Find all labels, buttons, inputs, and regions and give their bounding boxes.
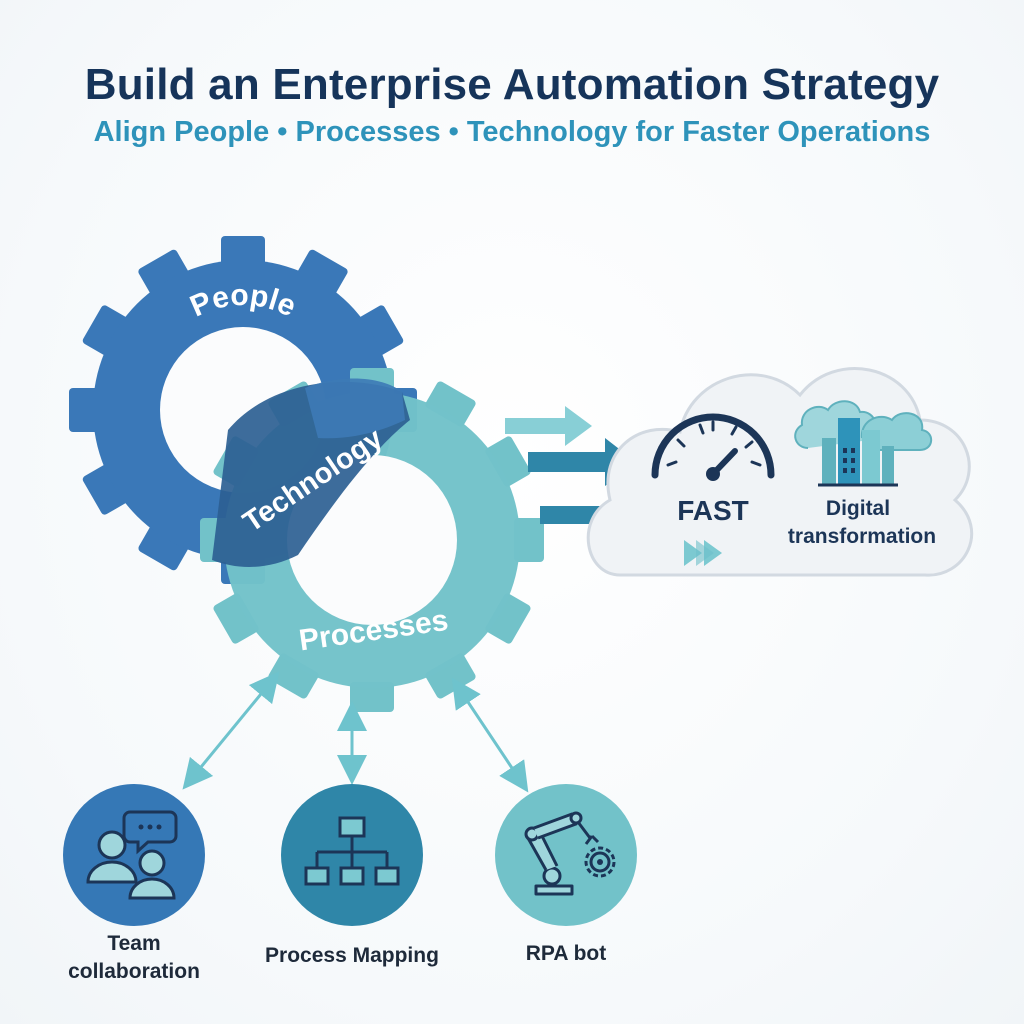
- fast-forward-icon: [684, 540, 722, 566]
- gear-tooth: [358, 305, 404, 356]
- connector-team: [182, 671, 280, 790]
- process-mapping-icon: [281, 784, 423, 926]
- team-caption-line2: collaboration: [68, 960, 200, 983]
- digital-label-line1: Digital: [826, 497, 890, 520]
- technology-band: [212, 378, 410, 567]
- gear-tooth: [82, 305, 128, 356]
- gear-tooth: [485, 593, 531, 644]
- gear-tooth: [221, 236, 265, 266]
- gear-tooth: [69, 388, 99, 432]
- city-cloud-icon: [794, 400, 933, 487]
- connector-arrows: [182, 671, 529, 793]
- team-caption-line1: Team: [107, 932, 161, 955]
- gear-tooth: [268, 653, 319, 699]
- gear-tooth: [514, 518, 544, 562]
- digital-label-line2: transformation: [788, 525, 936, 548]
- speedometer-icon: [651, 413, 775, 481]
- gear-tooth: [485, 436, 531, 487]
- rpa-bot-icon: [495, 784, 637, 926]
- gear-tooth: [425, 381, 476, 427]
- gear-tooth: [138, 525, 189, 571]
- page-subtitle: Align People • Processes • Technology fo…: [93, 116, 931, 148]
- page-title: Build an Enterprise Automation Strategy: [84, 60, 940, 109]
- gear-icon: [584, 846, 616, 878]
- arrow-light: [505, 406, 592, 446]
- process-mapping-caption: Process Mapping: [265, 944, 439, 967]
- gear-tooth: [82, 464, 128, 515]
- gear-tooth: [213, 593, 259, 644]
- gear-tooth: [297, 249, 348, 295]
- connector-rpa: [451, 677, 529, 793]
- gear-tooth: [425, 653, 476, 699]
- rpa-bot-caption: RPA bot: [525, 942, 607, 965]
- team-collaboration-icon: [63, 784, 205, 926]
- fast-label: FAST: [677, 495, 749, 526]
- team-collaboration-caption: Team collaboration: [44, 930, 224, 986]
- gear-tooth: [138, 249, 189, 295]
